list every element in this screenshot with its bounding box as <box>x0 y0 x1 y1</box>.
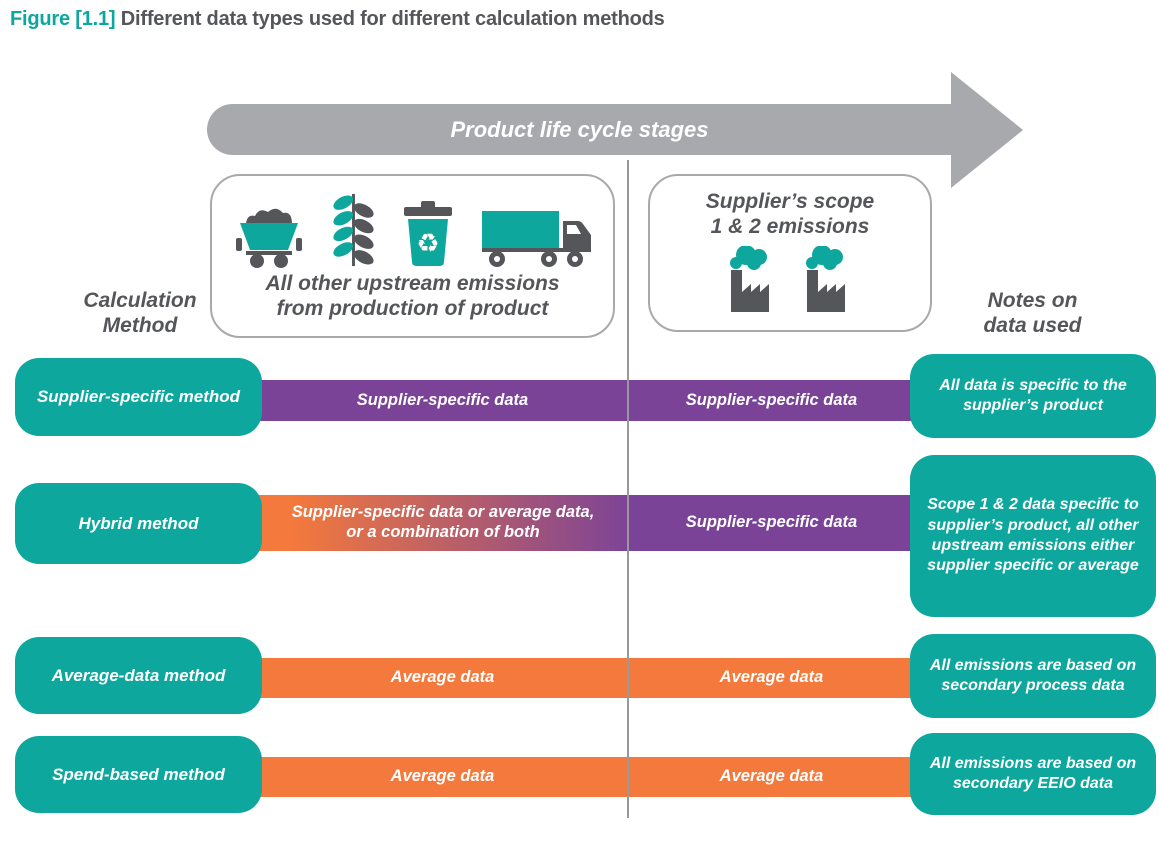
factory-icon <box>730 245 769 312</box>
method-box-hybrid: Hybrid method <box>15 483 262 564</box>
figure-caption: Different data types used for different … <box>115 8 665 30</box>
notes-header-line1: Notes on <box>987 289 1078 312</box>
row1-data-bar: Supplier-specific data Supplier-specific… <box>258 380 914 421</box>
row4-scope-data-label: Average data <box>719 767 824 786</box>
row1-upstream-data-label: Supplier-specific data <box>356 390 529 409</box>
calculation-method-header-line1: Calculation <box>83 289 197 312</box>
factory-icon <box>806 245 845 312</box>
row3-data-bar: Average data Average data <box>258 658 914 698</box>
scope12-label-line1: Supplier’s scope <box>705 190 875 213</box>
method-box-supplier-specific: Supplier-specific method <box>15 358 262 436</box>
notes-header: Notes on data used <box>920 288 1145 338</box>
notes-header-line2: data used <box>983 314 1082 338</box>
recycle-bin-icon: ♻ <box>403 201 452 266</box>
plant-icon <box>332 193 374 267</box>
method-box-average-data: Average-data method <box>15 637 262 714</box>
row1-scope-data-label: Supplier-specific data <box>685 390 858 409</box>
lifecycle-arrow-label: Product life cycle stages <box>450 116 709 142</box>
row2-scope-data-label: Supplier-specific data <box>685 513 858 532</box>
calculation-method-header: Calculation Method <box>30 288 250 338</box>
figure-number: Figure [1.1] <box>10 8 116 30</box>
scope12-stage-box: Supplier’s scope 1 & 2 emissions <box>648 174 932 332</box>
row3-upstream-data-label: Average data <box>390 668 495 687</box>
scope12-label-line2: 1 & 2 emissions <box>710 214 870 238</box>
scope12-icons <box>650 245 930 312</box>
row4-upstream-data-label: Average data <box>390 767 495 786</box>
figure-title: Figure [1.1] Different data types used f… <box>10 8 665 31</box>
notes-box-average-data: All emissions are based on secondary pro… <box>910 634 1156 718</box>
notes-box-supplier-specific: All data is specific to the supplier’s p… <box>910 354 1156 438</box>
row3-scope-data-label: Average data <box>719 668 824 687</box>
upstream-stage-label-line1: All other upstream emissions <box>265 272 560 295</box>
notes-box-hybrid: Scope 1 & 2 data specific to supplier’s … <box>910 455 1156 617</box>
stage-divider-line <box>627 160 629 818</box>
svg-text:♻: ♻ <box>416 229 439 259</box>
row2-data-bar: Supplier-specific data or average data, … <box>258 495 914 551</box>
calculation-method-header-line2: Method <box>102 314 178 338</box>
upstream-icons: ♻ <box>212 192 613 268</box>
truck-icon <box>481 211 591 267</box>
mine-cart-icon <box>235 208 302 268</box>
notes-box-spend-based: All emissions are based on secondary EEI… <box>910 733 1156 815</box>
lifecycle-arrow: Product life cycle stages <box>207 104 952 155</box>
method-box-spend-based: Spend-based method <box>15 736 262 813</box>
arrow-head-icon <box>951 72 1023 188</box>
upstream-stage-label-line2: from production of product <box>276 296 549 320</box>
row2-upstream-data-label: Supplier-specific data or average data, … <box>291 503 595 541</box>
upstream-stage-box: ♻ All other upstream emissions from prod… <box>210 174 615 338</box>
row4-data-bar: Average data Average data <box>258 757 914 797</box>
